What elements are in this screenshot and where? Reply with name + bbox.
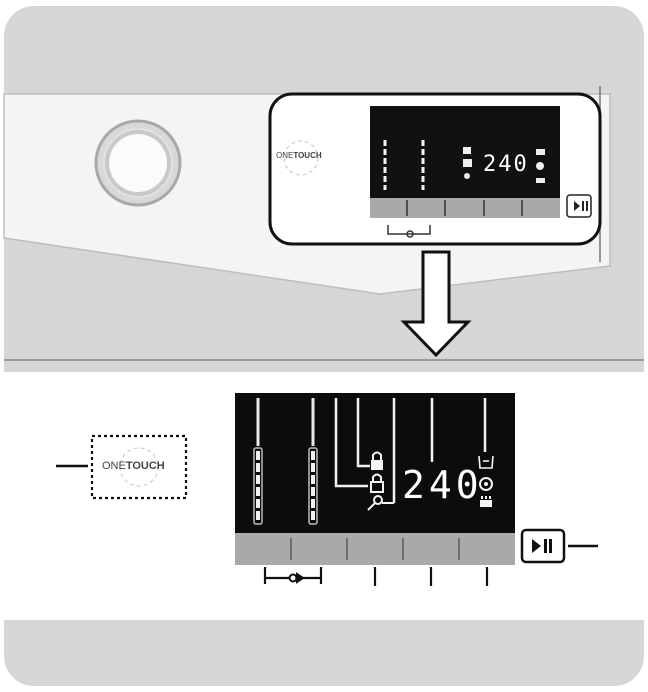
pause-icon xyxy=(544,539,547,553)
small-onetouch-logo: ONETOUCH xyxy=(276,151,322,160)
door-lock-icon xyxy=(371,451,383,470)
child-lock-icon xyxy=(370,473,384,493)
large-display-ticks xyxy=(290,538,460,560)
steam-icon xyxy=(480,496,492,507)
prewash-icon xyxy=(478,455,494,469)
large-level-bar-left-segments xyxy=(256,451,260,520)
onetouch-ring xyxy=(119,447,159,487)
small-play-icon xyxy=(574,201,580,211)
small-spin-readout: 240 xyxy=(483,152,529,177)
play-pause-button[interactable] xyxy=(520,528,566,564)
small-display-button-bar xyxy=(370,198,560,218)
key-icon xyxy=(367,495,394,511)
spin-icon xyxy=(479,477,493,491)
zoom-arrow xyxy=(400,250,472,358)
large-level-bar-left xyxy=(253,398,263,525)
small-key-combo-marker xyxy=(387,225,431,238)
small-display-bars xyxy=(383,140,425,190)
small-display-icons xyxy=(463,147,545,183)
program-dial[interactable] xyxy=(94,119,182,207)
small-onetouch-ring xyxy=(283,140,319,176)
onetouch-logo: ONETOUCH xyxy=(102,460,165,472)
large-display-button-bar xyxy=(235,533,515,565)
key-combo-icon xyxy=(288,572,305,584)
play-icon xyxy=(532,539,541,553)
large-level-bar-right xyxy=(308,398,318,525)
onetouch-dotted-box[interactable] xyxy=(90,434,188,500)
large-leader-lines xyxy=(334,398,487,503)
spin-readout: 240 xyxy=(402,463,483,507)
small-display-ticks xyxy=(406,200,523,216)
button-leaders xyxy=(373,567,489,586)
large-level-bar-right-segments xyxy=(311,451,315,520)
